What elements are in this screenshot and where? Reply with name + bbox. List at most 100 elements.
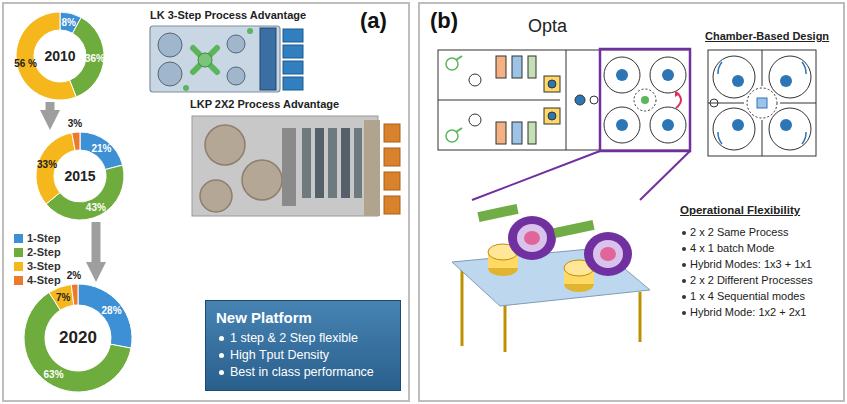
lk-tool-part (183, 85, 189, 91)
lkp-tool-part (384, 148, 400, 166)
opta-tool-part (662, 119, 674, 131)
opta-tool-part (634, 89, 656, 111)
bullet-dot (682, 311, 686, 315)
lk-tool-part (158, 62, 182, 86)
bullet-dot (219, 370, 224, 375)
figure-panel: 20108%36%56 %201521%43%33%3%202028%63%7%… (2, 2, 410, 402)
donut-segment (24, 292, 131, 392)
mode-item: 1 x 4 Sequential modes (690, 290, 805, 302)
percent-label: 7% (56, 292, 70, 303)
year-label: 2020 (59, 328, 97, 348)
donut-ring (24, 284, 132, 392)
lkp-tool-part (384, 172, 400, 190)
donut-segments (24, 284, 132, 392)
platform-box: New Platform1 step & 2 Step flexibleHigh… (205, 300, 401, 391)
donut-segment (49, 284, 74, 310)
chamber-schematic-part (732, 75, 744, 87)
opta-tool-part (662, 69, 674, 81)
opta-tool-part (650, 107, 686, 143)
lk-tool-part (283, 29, 303, 42)
chamber-unit-part (477, 204, 518, 222)
lk-tool-part (227, 67, 245, 85)
chamber-unit-part (517, 224, 547, 252)
percent-label: 43% (86, 202, 106, 213)
donut-segment (16, 12, 76, 100)
lk-tool-part (193, 48, 217, 72)
legend-text: 1-Step (27, 232, 61, 244)
chamber-schematic (708, 50, 816, 156)
opta-tool-part (456, 128, 462, 132)
chamber-schematic-part (757, 98, 767, 108)
chamber-schematic-part (747, 88, 777, 118)
bullet-dot (682, 263, 686, 267)
panel-letter: (a) (360, 8, 387, 34)
box-heading: New Platform (216, 309, 390, 326)
mode-item: 2 x 2 Different Processes (690, 274, 813, 286)
lkp-tool-part (384, 124, 400, 142)
percent-label: 28% (102, 305, 122, 316)
chamber-3d-view-part (639, 292, 642, 342)
bullet-dot (682, 231, 686, 235)
chamber-schematic-part (708, 103, 744, 104)
opta-tool-part (600, 49, 690, 151)
figure-panel: (b) (418, 2, 845, 402)
percent-label: 3% (68, 118, 82, 129)
section-heading: Chamber-Based Design (705, 30, 829, 42)
lk-tool-part (150, 26, 280, 92)
chamber-schematic-part (762, 120, 763, 156)
mode-item: Hybrid Mode: 1x2 + 2x1 (690, 306, 806, 318)
chamber-unit-part (524, 231, 540, 245)
opta-tool-part (544, 108, 560, 124)
lkp-tool-part (205, 125, 245, 165)
lk-tool-part (198, 53, 212, 67)
lkp-tool-part (315, 128, 324, 198)
year-label: 2015 (64, 168, 95, 184)
opta-tool-part (640, 151, 690, 200)
chamber-3d-view-part (504, 304, 507, 352)
chamber-schematic-part (769, 56, 811, 98)
tool-title: LK 3-Step Process Advantage (150, 9, 306, 21)
lk-tool-part (283, 77, 303, 90)
percent-label: 56 % (14, 57, 37, 68)
mode-item: 2 x 2 Same Process (690, 226, 788, 238)
lk-tool-part (227, 35, 245, 53)
chamber-schematic-part (718, 62, 806, 144)
percent-label: 8% (61, 17, 75, 28)
legend-swatch (14, 234, 23, 243)
lk-tool (150, 26, 303, 92)
donut-segment (46, 165, 124, 220)
chamber-schematic-part (762, 50, 763, 86)
flow-arrow (46, 102, 55, 116)
chamber-schematic-part (713, 108, 755, 150)
chamber-schematic-part (769, 108, 811, 150)
opta-tool-part (496, 56, 506, 78)
tool-title: LKP 2X2 Process Advantage (190, 98, 339, 110)
donut-chart: 201521%43%33%3% (36, 132, 124, 220)
lkp-tool (192, 116, 400, 216)
chamber-schematic-part (780, 103, 816, 104)
bullet-text: 1 step & 2 Step flexible (216, 330, 390, 347)
opta-tool-part (650, 57, 686, 93)
legend-swatch (14, 276, 23, 285)
opta-tool-part (544, 76, 560, 92)
bullet-dot (682, 247, 686, 251)
lkp-tool-part (341, 128, 350, 198)
opta-tool-part (469, 74, 481, 86)
chamber-schematic-part (713, 56, 755, 98)
chamber-3d-view-part (461, 268, 464, 346)
opta-tool-part (590, 96, 598, 104)
donut-segment (36, 133, 75, 204)
bullet-dot (682, 295, 686, 299)
chamber-schematic-part (710, 99, 718, 107)
legend-text: 3-Step (27, 260, 61, 272)
opta-tool-part (512, 56, 522, 78)
opta-tool-part (512, 122, 522, 144)
chamber-unit-part (508, 216, 556, 260)
percent-label: 33% (37, 159, 57, 170)
donut-chart: 202028%63%7%2% (24, 284, 132, 392)
lk-tool-part (247, 28, 253, 34)
percent-label: 36% (85, 53, 105, 64)
opta-tool-part (528, 122, 536, 144)
